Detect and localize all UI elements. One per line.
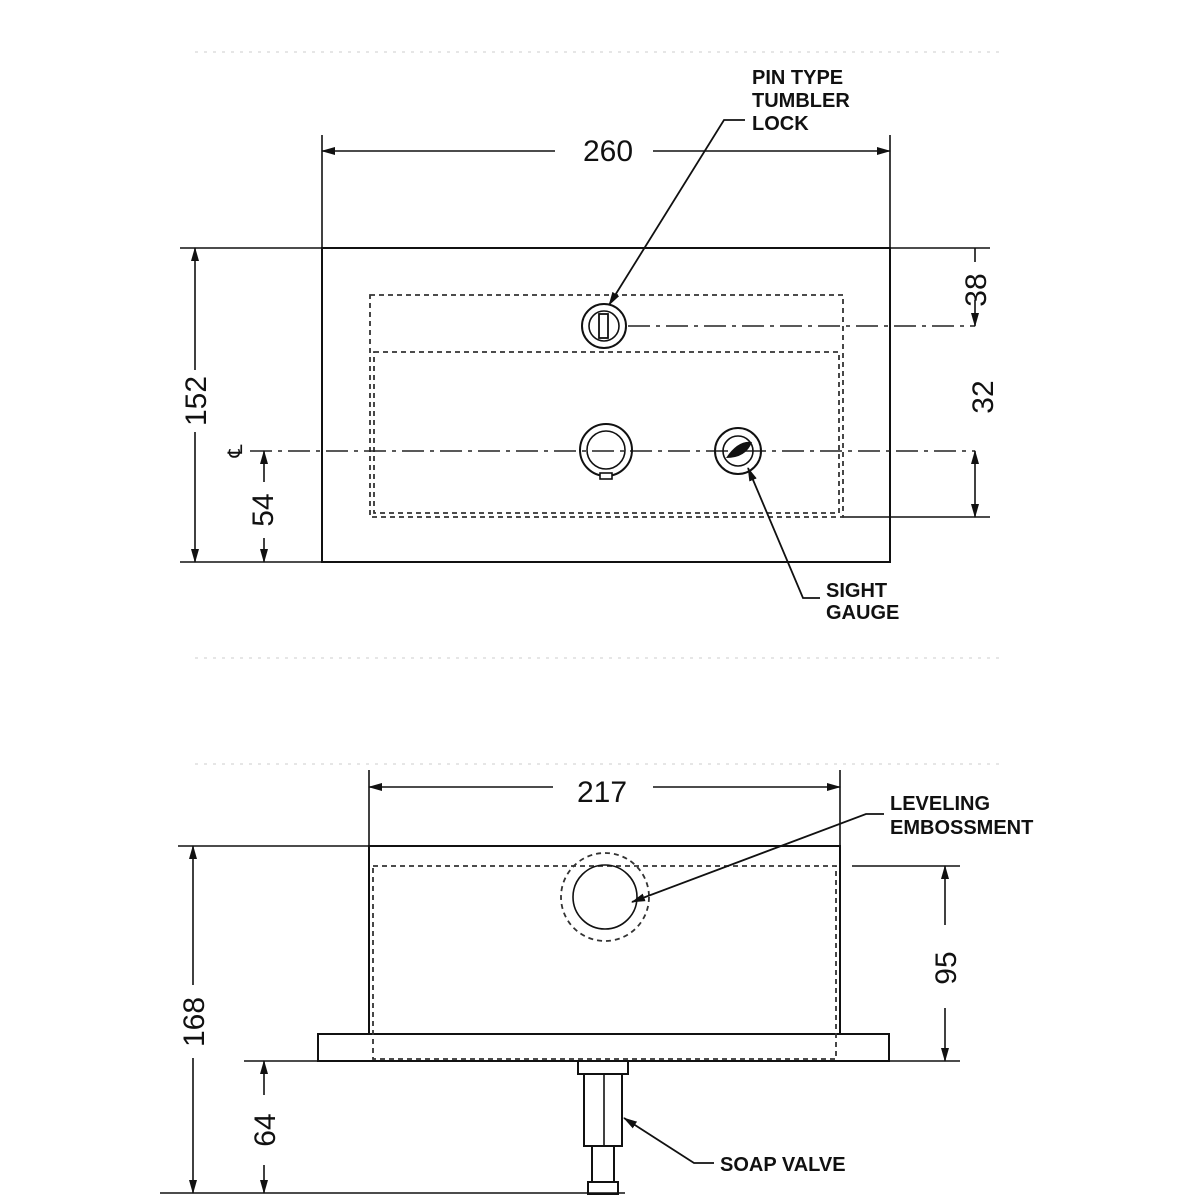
dimension-height-side: 168 xyxy=(178,845,211,1194)
top-view-hidden-reservoir xyxy=(373,351,840,514)
dimension-label: 260 xyxy=(583,135,633,168)
side-view-body xyxy=(368,845,841,1035)
top-view: 260 152 54 ℄ 38 32 PIN TYPE xyxy=(180,67,1000,624)
top-view-hidden-outline xyxy=(369,294,844,518)
dimension-label: 54 xyxy=(247,493,280,526)
dimension-label: 64 xyxy=(249,1113,282,1146)
lock-label-line-3: LOCK xyxy=(752,113,809,135)
gauge-label-line-2: GAUGE xyxy=(826,602,899,624)
dimension-centerline-offset: 54 ℄ xyxy=(225,444,280,563)
lock-icon xyxy=(581,303,627,349)
centerline-symbol: ℄ xyxy=(225,444,247,458)
dimension-label: 152 xyxy=(180,376,213,426)
top-view-outline xyxy=(321,247,891,563)
lock-label-line-2: TUMBLER xyxy=(752,90,850,112)
push-button-icon xyxy=(579,423,633,480)
embossment-label-line-1: LEVELING xyxy=(890,793,990,815)
dimension-valve-length: 64 xyxy=(249,1060,282,1194)
dimension-label: 95 xyxy=(930,951,963,984)
soap-valve-icon xyxy=(577,1060,629,1195)
dimension-label: 217 xyxy=(577,776,627,809)
dimension-lock-offset: 38 xyxy=(960,248,993,327)
lock-callout: PIN TYPE TUMBLER LOCK xyxy=(608,67,850,306)
gauge-callout: SIGHT GAUGE xyxy=(747,467,899,624)
soap-valve-callout: SOAP VALVE xyxy=(623,1117,846,1176)
lock-label-line-1: PIN TYPE xyxy=(752,67,843,89)
sight-gauge-icon xyxy=(714,427,762,475)
embossment-callout: LEVELING EMBOSSMENT xyxy=(631,793,1033,903)
dimension-inner-height: 95 xyxy=(930,865,963,1062)
dimension-lock-to-gauge: 32 xyxy=(967,380,1000,518)
gauge-label-line-1: SIGHT xyxy=(826,580,887,602)
embossment-label-line-2: EMBOSSMENT xyxy=(890,817,1033,839)
dimension-label: 32 xyxy=(967,380,1000,413)
dimension-label: 168 xyxy=(178,997,211,1047)
side-view: 217 168 64 95 LEVELING EMBOSSMENT xyxy=(160,770,1033,1195)
soap-valve-label: SOAP VALVE xyxy=(720,1154,846,1176)
dimension-width-side: 217 xyxy=(368,776,841,809)
side-view-flange xyxy=(317,1033,890,1062)
side-view-hidden-reservoir xyxy=(372,865,837,1060)
dimension-width-top: 260 xyxy=(321,135,891,168)
dimension-height-top: 152 xyxy=(180,247,213,563)
dimension-label: 38 xyxy=(960,273,993,306)
